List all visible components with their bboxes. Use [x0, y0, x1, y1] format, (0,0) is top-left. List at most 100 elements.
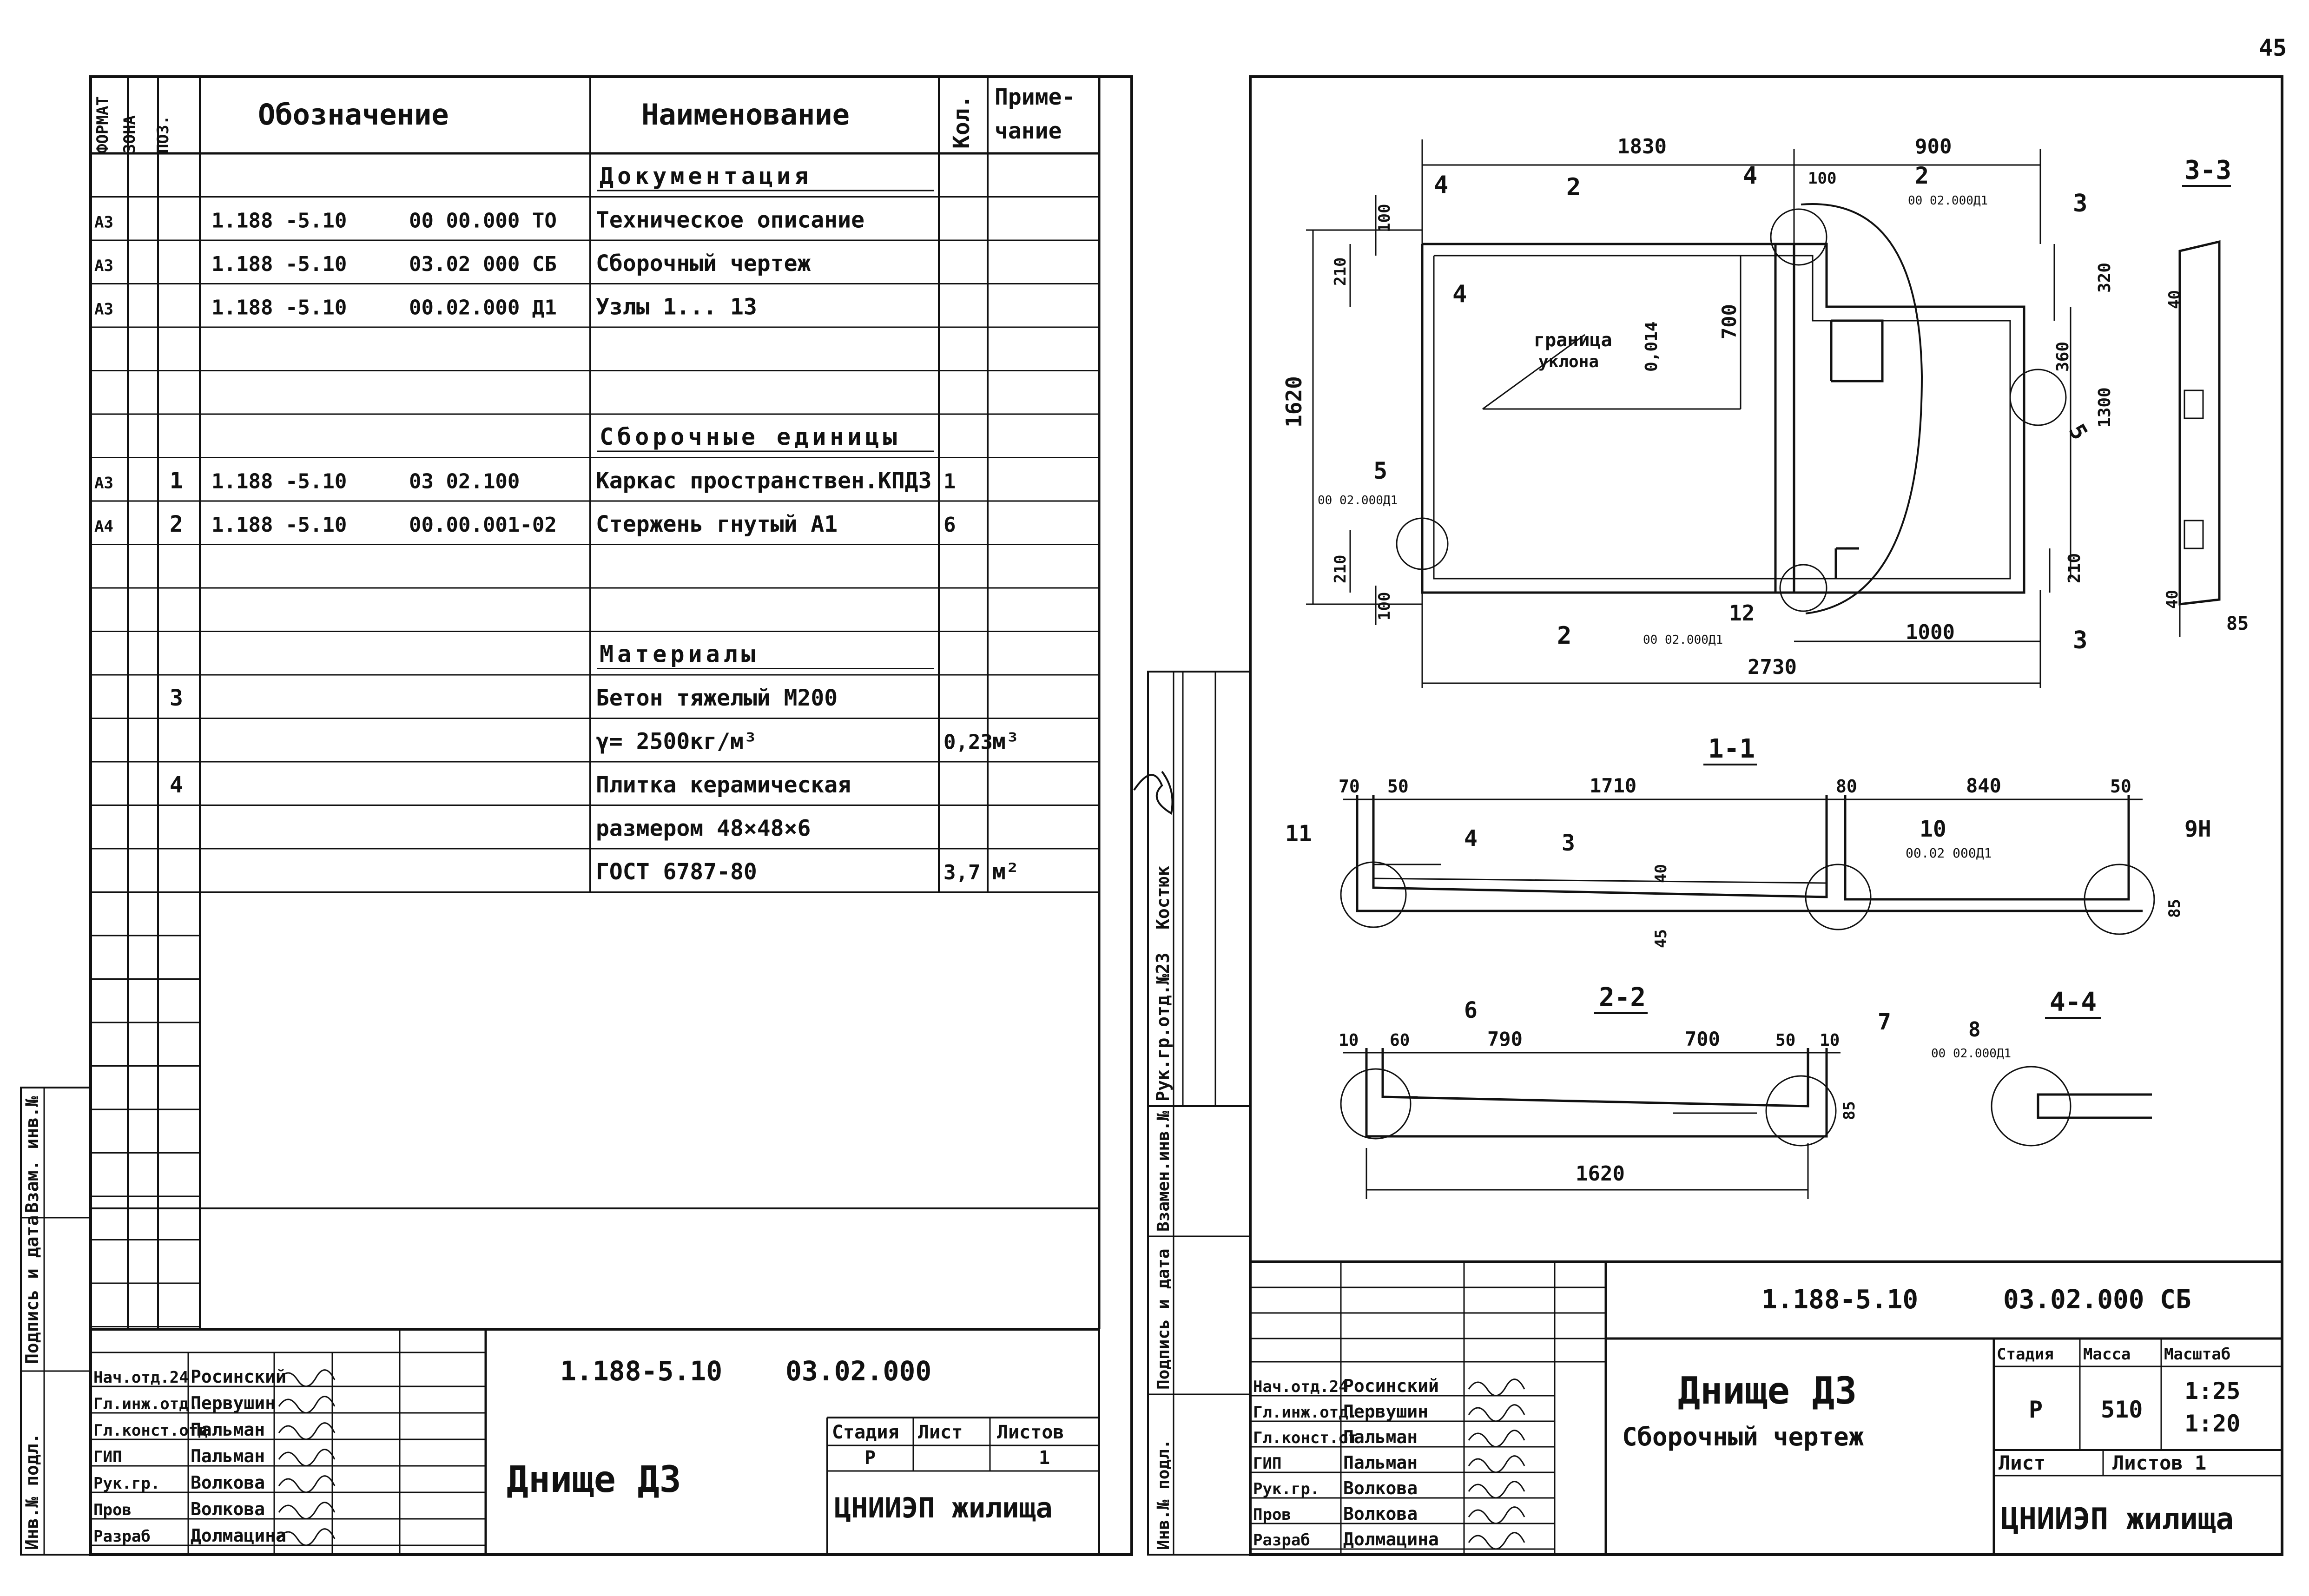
row-name: Каркас пространствен.КПД3: [596, 468, 931, 494]
dim-2730: 2730: [1748, 655, 1797, 679]
sec11-40: 40: [1652, 864, 1670, 883]
dim-1830: 1830: [1617, 135, 1667, 158]
hdr-designation: Обозначение: [258, 98, 449, 132]
left_stamp-name: Долмацина: [191, 1525, 286, 1546]
sec22-10: 10: [1339, 1031, 1359, 1050]
sec11-45: 45: [1652, 929, 1670, 948]
signature: [278, 1502, 336, 1520]
right_stamp-role: Разраб: [1253, 1531, 1310, 1550]
row-note: м³: [992, 729, 1019, 755]
right_stamp-role: Рук.гр.: [1253, 1480, 1319, 1498]
row-code: 1.188 -5.10: [211, 209, 347, 233]
left-stage-label: Стадия: [832, 1422, 899, 1443]
sec22-50: 50: [1775, 1031, 1795, 1050]
section-heading: Материалы: [600, 641, 759, 668]
ref-5: 00 02.000Д1: [1318, 494, 1398, 508]
row-pos: 3: [170, 685, 183, 711]
left_stamp-role: Гл.конст.отд: [93, 1421, 208, 1440]
sec22-mark-6: 6: [1464, 997, 1478, 1023]
row-name: размером 48×48×6: [596, 816, 811, 842]
row-name: Узлы 1... 13: [596, 294, 757, 320]
mark-4-left: 4: [1452, 280, 1467, 308]
dim-210-right: 210: [2065, 553, 2084, 583]
sec22-60: 60: [1390, 1031, 1410, 1050]
hdr-zone: ЗОНА: [120, 115, 139, 153]
mark-5-node: 5: [2064, 420, 2093, 444]
middle-margin-strip: Рук.гр.отд.№23 Костюк Взамен.инв.№ Подпи…: [1133, 671, 1251, 1556]
sec33-85: 85: [2226, 613, 2249, 634]
mark-2-top: 2: [1566, 173, 1581, 201]
signature: [278, 1449, 336, 1467]
left_stamp-role: Гл.инж.отд.: [93, 1395, 198, 1413]
right-stamp-title: Днище Д3: [1678, 1369, 1857, 1412]
row-name: Техническое описание: [596, 207, 864, 233]
sec11-50b: 50: [2110, 776, 2131, 797]
signature: [278, 1528, 336, 1546]
left-stage: Р: [864, 1447, 876, 1469]
right-stamp-doc: 03.02.000 СБ: [2003, 1285, 2191, 1315]
row-code: 1.188 -5.10: [211, 513, 347, 537]
sec22-mark-8: 8: [1968, 1018, 1981, 1042]
sec11-840: 840: [1966, 774, 2001, 797]
signature: [1468, 1506, 1525, 1524]
sec22-ref: 00 02.000Д1: [1931, 1047, 2011, 1061]
row-format: А3: [94, 213, 113, 232]
spec-table: ФОРМАТ ЗОНА ПОЗ. Обозначение Наименовани…: [89, 77, 1101, 1329]
right-stamp-code: 1.188-5.10: [1761, 1285, 1918, 1315]
left_stamp-name: Волкова: [191, 1499, 265, 1519]
left-sheet-label: Лист: [918, 1422, 963, 1443]
sec44-title: 4-4: [2050, 987, 2097, 1017]
sec11-ref: 00.02 000Д1: [1906, 845, 1992, 861]
vzam-inv-label: Взам. инв.№: [22, 1096, 42, 1213]
right-title-block: Нач.отд.24РосинскийГл.инж.отд.ПервушинГл…: [1250, 1260, 2282, 1555]
right_stamp-name: Пальман: [1343, 1427, 1418, 1447]
left-stamp-title: Днище Д3: [507, 1459, 681, 1501]
row-format: А3: [94, 474, 113, 493]
dim-900: 900: [1915, 135, 1952, 158]
left-stamp-doc: 03.02.000: [785, 1355, 931, 1387]
right_stamp-name: Долмацина: [1343, 1529, 1439, 1550]
ruk-name: Костюк: [1153, 866, 1173, 930]
sec22-title: 2-2: [1599, 983, 1646, 1013]
row-code: 1.188 -5.10: [211, 252, 347, 276]
section-4-4: 4-4: [1991, 987, 2152, 1147]
left-stamp-code: 1.188-5.10: [560, 1355, 722, 1387]
left-sheets: 1: [1039, 1447, 1050, 1469]
ref-12: 00 02.000Д1: [1643, 633, 1723, 647]
sec11-mark-11: 11: [1285, 821, 1312, 847]
section-2-2: 2-2 10 60 790 700 50 10 85 1620 6 7 8 00…: [1339, 983, 2011, 1199]
row-format: А3: [94, 257, 113, 275]
row-qty: 6: [943, 513, 956, 537]
stage-value: Р: [2029, 1396, 2043, 1423]
row-note: м²: [992, 859, 1019, 885]
sec22-790: 790: [1487, 1028, 1523, 1050]
mark-12: 12: [1729, 600, 1755, 626]
sec11-title: 1-1: [1708, 734, 1755, 764]
dim-700: 700: [1718, 304, 1741, 339]
left_stamp-name: Волкова: [191, 1472, 265, 1493]
signature: [1468, 1404, 1525, 1422]
dim-320: 320: [2095, 263, 2114, 293]
hdr-qty: Кол.: [949, 95, 975, 149]
plan-view: 1830 900 100 100 210 210 100 1620 700 27…: [1281, 135, 2114, 688]
left_stamp-role: Разраб: [93, 1527, 151, 1546]
row-name: Бетон тяжелый М200: [596, 685, 838, 711]
sheets-label: Листов 1: [2112, 1451, 2206, 1474]
dim-100-bottom: 100: [1375, 592, 1394, 620]
signature: [1468, 1430, 1525, 1448]
right_stamp-role: Гл.конст.от: [1253, 1429, 1358, 1447]
stage-label: Стадия: [1997, 1345, 2054, 1364]
right-stamp-subtitle: Сборочный чертеж: [1622, 1422, 1864, 1451]
hdr-format: ФОРМАТ: [93, 96, 112, 153]
row-name: Сборочный чертеж: [596, 251, 811, 277]
sec11-mark-9h: 9Н: [2184, 816, 2211, 842]
left_stamp-name: Росинский: [191, 1366, 286, 1387]
left_stamp-role: ГИП: [93, 1448, 122, 1466]
page-number: 45: [2259, 34, 2287, 61]
row-num: 03 02.100: [409, 470, 520, 494]
right_stamp-name: Росинский: [1343, 1376, 1439, 1396]
mark-5: 5: [1373, 457, 1387, 484]
mark-4-node: 4: [1743, 162, 1757, 190]
